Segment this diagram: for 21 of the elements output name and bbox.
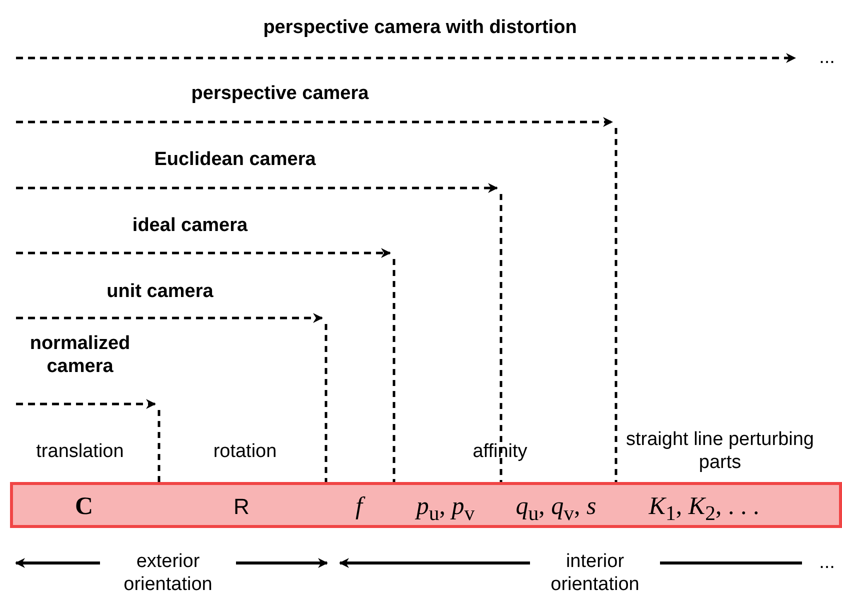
column-heading: affinity xyxy=(472,440,528,463)
ellipsis-text: ... xyxy=(818,46,836,69)
camera-model-label: perspective camera xyxy=(190,82,370,105)
parameter-cell: R xyxy=(158,485,325,529)
camera-model-label: perspective camera with distortion xyxy=(262,16,578,39)
parameter-cell: K$_{1}$, K$_{2}$, . . . xyxy=(614,485,794,529)
parameter-cell: p$_{u}$, p$_{v}$ xyxy=(393,485,498,529)
column-heading: translation xyxy=(35,440,125,463)
orientation-label: interior orientation xyxy=(550,550,640,596)
orientation-label: exterior orientation xyxy=(122,550,214,596)
ellipsis-text: ... xyxy=(818,551,836,574)
camera-model-label: ideal camera xyxy=(131,214,249,237)
parameter-cell: q$_{u}$, q$_{v}$, s xyxy=(498,485,614,529)
parameter-bar xyxy=(10,482,842,528)
camera-model-label: unit camera xyxy=(106,280,214,303)
parameter-cell: C xyxy=(10,485,158,529)
camera-model-label: Euclidean camera xyxy=(153,148,317,171)
column-heading: rotation xyxy=(212,440,278,463)
camera-model-label: normalized camera xyxy=(28,332,132,378)
parameter-cell: f xyxy=(325,485,393,529)
column-heading: straight line perturbing parts xyxy=(625,428,815,474)
